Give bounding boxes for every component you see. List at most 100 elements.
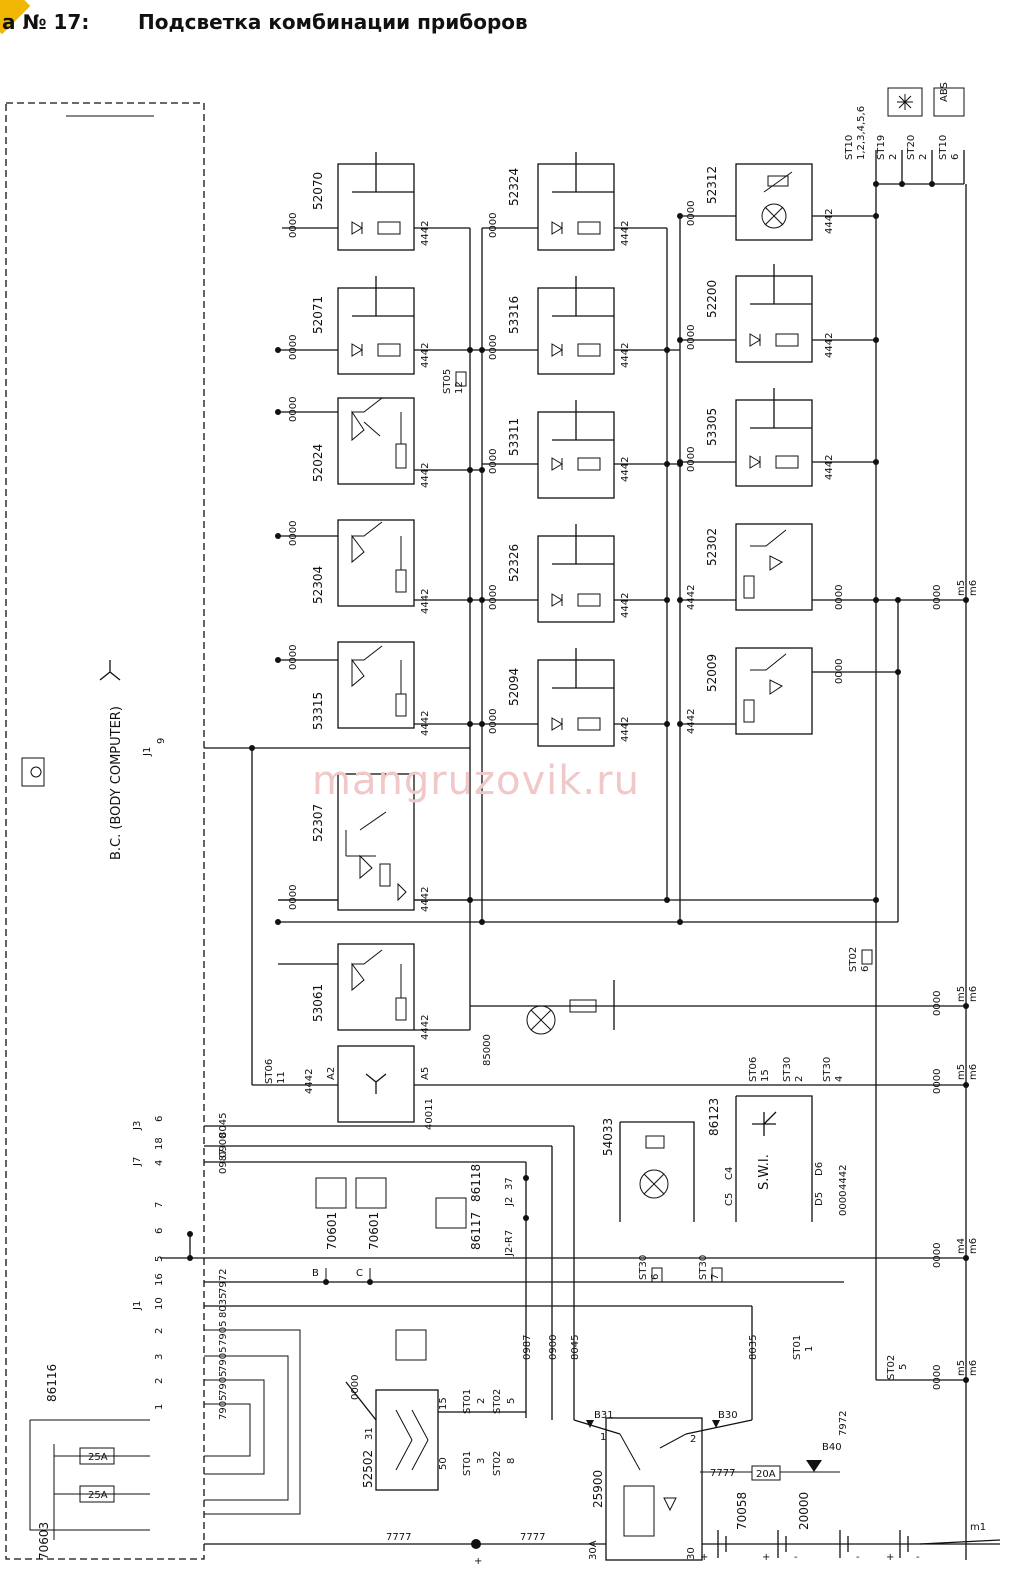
svg-text:8045: 8045: [218, 1113, 229, 1138]
module-52009: 52009 4442 0000: [677, 647, 901, 735]
svg-text:m5: m5: [956, 580, 967, 596]
svg-text:ST05: ST05: [442, 369, 453, 394]
abs-label: ABS: [939, 82, 950, 102]
svg-text:10: 10: [154, 1297, 165, 1310]
svg-text:8045: 8045: [570, 1335, 581, 1360]
svg-text:4442: 4442: [620, 593, 631, 618]
svg-text:4442: 4442: [620, 717, 631, 742]
module-86123: S.W.I. 86123 C4 C5 D5 D6 4442 0000: [707, 1095, 849, 1222]
connector-st10b-pin: 6: [950, 154, 961, 160]
module-52304: 52304 0000 4442: [275, 519, 485, 614]
svg-text:0000: 0000: [932, 1243, 943, 1268]
svg-text:-: -: [856, 1552, 860, 1563]
svg-text:B30: B30: [718, 1410, 738, 1421]
svg-text:7972: 7972: [218, 1269, 229, 1294]
svg-text:7972: 7972: [838, 1411, 849, 1436]
module-52307: 52307 0000 4442: [278, 773, 473, 912]
svg-text:0000: 0000: [932, 585, 943, 610]
svg-text:6: 6: [154, 1228, 165, 1234]
svg-text:m6: m6: [968, 1360, 979, 1376]
module-53316: 53316 0000 4442: [482, 276, 683, 375]
watermark: mangruzovik.ru: [312, 758, 640, 804]
module-id: 53315: [311, 692, 325, 730]
module-52312: 52312 0000 4442: [677, 163, 879, 241]
svg-text:0000: 0000: [488, 449, 499, 474]
svg-text:ST30: ST30: [822, 1057, 833, 1082]
svg-text:ST30: ST30: [638, 1255, 649, 1280]
light-switch-icon: [315, 1177, 347, 1209]
svg-text:ST30: ST30: [782, 1057, 793, 1082]
svg-text:7905: 7905: [218, 1371, 229, 1396]
svg-text:30: 30: [686, 1547, 697, 1560]
svg-text:m6: m6: [968, 1064, 979, 1080]
connector-st02: [861, 949, 873, 965]
module-id: 53305: [705, 408, 719, 446]
svg-text:-: -: [794, 1552, 798, 1563]
lamp-icon: [21, 757, 45, 787]
module-id: 52071: [311, 296, 325, 334]
svg-text:B40: B40: [822, 1442, 842, 1453]
svg-text:2: 2: [154, 1378, 165, 1384]
svg-text:2: 2: [794, 1076, 805, 1082]
ignition-key-icon: [395, 1329, 427, 1361]
module-id: 52312: [705, 166, 719, 204]
svg-text:J2-R7: J2-R7: [504, 1230, 515, 1257]
svg-text:50: 50: [438, 1457, 449, 1470]
module-id: 52326: [507, 544, 521, 582]
svg-text:4442: 4442: [838, 1165, 849, 1190]
svg-text:A2: A2: [326, 1067, 337, 1080]
seat-icon: [355, 1177, 387, 1209]
svg-text:8035: 8035: [748, 1335, 759, 1360]
svg-text:m5: m5: [956, 1064, 967, 1080]
svg-text:0000: 0000: [834, 585, 845, 610]
svg-text:J1: J1: [132, 1301, 143, 1311]
svg-text:0000: 0000: [686, 325, 697, 350]
connector-st10b: ST10: [938, 135, 949, 160]
svg-text:4442: 4442: [686, 709, 697, 734]
svg-text:4442: 4442: [420, 343, 431, 368]
svg-text:54033: 54033: [601, 1118, 615, 1156]
svg-text:86118: 86118: [469, 1164, 483, 1202]
svg-text:+: +: [700, 1552, 708, 1563]
svg-text:7: 7: [154, 1202, 165, 1208]
svg-text:7777: 7777: [710, 1468, 735, 1479]
svg-text:12: 12: [454, 381, 465, 394]
svg-text:4442: 4442: [620, 221, 631, 246]
module-53061: 53061 4442: [278, 943, 470, 1040]
svg-text:5: 5: [154, 1256, 165, 1262]
svg-text:ST06: ST06: [264, 1059, 275, 1084]
box-86116: 86116 25A 25A 70603: [29, 1364, 150, 1560]
svg-text:52502: 52502: [361, 1450, 375, 1488]
svg-text:0000: 0000: [686, 201, 697, 226]
svg-text:25A: 25A: [88, 1452, 108, 1463]
lamp-85000: [526, 1005, 556, 1035]
svg-text:ST06: ST06: [748, 1057, 759, 1082]
svg-text:m6: m6: [968, 580, 979, 596]
svg-text:4442: 4442: [420, 589, 431, 614]
switch-52502: 52502 0000 31 15 50 ST01 2 ST02 5 ST01 3…: [345, 1375, 517, 1491]
svg-text:+: +: [474, 1556, 482, 1567]
connector-st10-pins: 1,2,3,4,5,6: [856, 106, 867, 160]
svg-text:0000: 0000: [686, 447, 697, 472]
svg-text:0000: 0000: [488, 709, 499, 734]
connector-st19-pin: 2: [888, 154, 899, 160]
svg-text:4442: 4442: [420, 1015, 431, 1040]
svg-text:7777: 7777: [520, 1532, 545, 1543]
svg-text:6: 6: [860, 966, 871, 972]
svg-text:0000: 0000: [288, 521, 299, 546]
module-52070: 52070 0000 4442: [282, 152, 470, 251]
svg-text:4: 4: [834, 1076, 845, 1082]
svg-text:ST02: ST02: [886, 1355, 897, 1380]
svg-text:18: 18: [154, 1137, 165, 1150]
svg-text:5: 5: [898, 1364, 909, 1370]
module-86117-icon: [435, 1197, 467, 1229]
svg-text:2: 2: [154, 1328, 165, 1334]
svg-text:-: -: [916, 1552, 920, 1563]
body-computer-label: B.C. (BODY COMPUTER): [109, 706, 124, 860]
svg-text:11: 11: [276, 1071, 287, 1084]
svg-text:4442: 4442: [420, 711, 431, 736]
svg-text:C4: C4: [724, 1167, 735, 1180]
svg-text:3: 3: [476, 1458, 487, 1464]
module-52200: 52200 0000 4442: [680, 264, 879, 363]
module-id: 52302: [705, 528, 719, 566]
